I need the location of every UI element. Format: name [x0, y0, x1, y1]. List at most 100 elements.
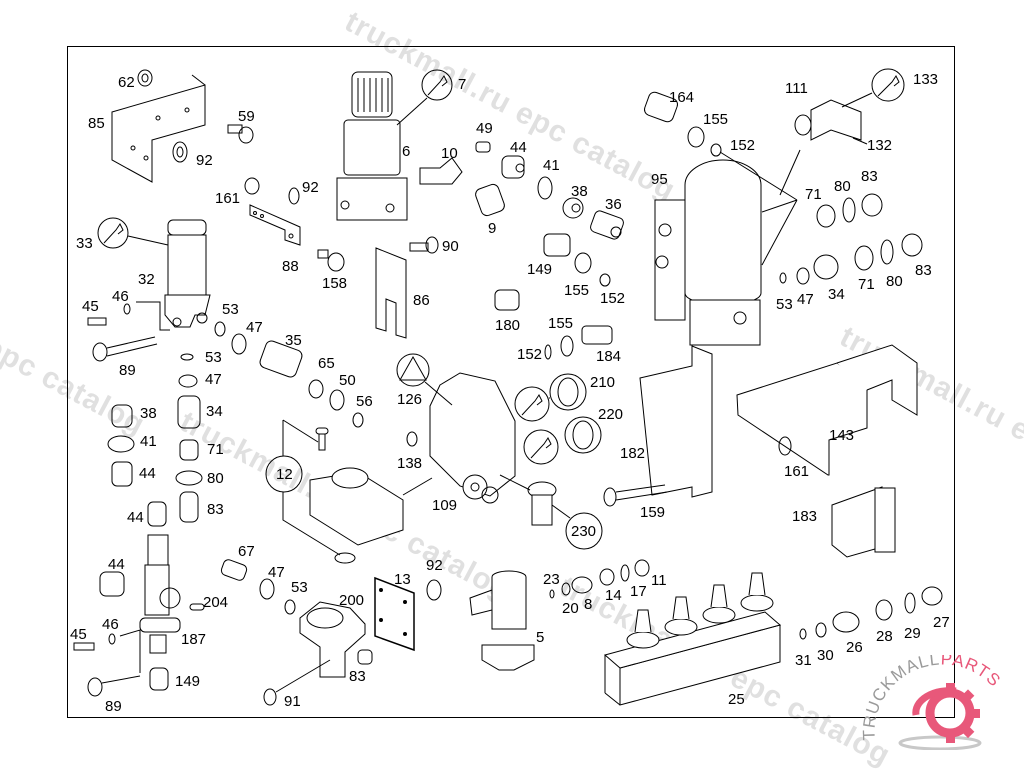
callout-11[interactable]: 11 — [651, 572, 667, 589]
callout-28[interactable]: 28 — [876, 628, 893, 645]
callout-5[interactable]: 5 — [536, 629, 545, 646]
callout-155[interactable]: 155 — [703, 111, 729, 128]
ring-53d[interactable] — [284, 599, 296, 615]
screw-45a[interactable] — [87, 317, 107, 326]
fitting-164[interactable] — [643, 91, 679, 124]
fitting-149a[interactable] — [543, 233, 571, 257]
callout-13[interactable]: 13 — [394, 571, 411, 588]
ring-152a[interactable] — [710, 143, 722, 157]
callout-26[interactable]: 26 — [846, 639, 863, 656]
callout-65[interactable]: 65 — [318, 355, 335, 372]
callout-27[interactable]: 27 — [933, 614, 950, 631]
ring-220[interactable] — [564, 416, 602, 454]
callout-159[interactable]: 159 — [640, 504, 666, 521]
ring-31[interactable] — [799, 628, 807, 640]
callout-92[interactable]: 92 — [426, 557, 443, 574]
fitting-14[interactable] — [599, 568, 615, 586]
washer-161b[interactable] — [778, 436, 792, 456]
callout-158[interactable]: 158 — [322, 275, 348, 292]
callout-83[interactable]: 83 — [915, 262, 932, 279]
callout-32[interactable]: 32 — [138, 271, 155, 288]
callout-9[interactable]: 9 — [488, 220, 497, 237]
callout-187[interactable]: 187 — [181, 631, 207, 648]
callout-204[interactable]: 204 — [203, 594, 229, 611]
callout-53[interactable]: 53 — [776, 296, 793, 313]
manifold-25[interactable] — [603, 611, 782, 706]
solenoid-111[interactable] — [794, 99, 862, 141]
ring-155a[interactable] — [687, 126, 705, 148]
callout-36[interactable]: 36 — [605, 196, 622, 213]
o-ring-12[interactable] — [334, 552, 356, 564]
fitting-149b[interactable] — [149, 667, 169, 691]
callout-183[interactable]: 183 — [792, 508, 818, 525]
bolt-158[interactable] — [317, 249, 345, 272]
fitting-44d[interactable] — [99, 571, 125, 597]
washer-92c[interactable] — [426, 579, 442, 601]
callout-44[interactable]: 44 — [127, 509, 144, 526]
callout-89[interactable]: 89 — [105, 698, 122, 715]
nipple-9[interactable] — [474, 183, 506, 218]
bracket-182[interactable] — [639, 345, 713, 498]
callout-152[interactable]: 152 — [600, 290, 626, 307]
callout-44[interactable]: 44 — [139, 465, 156, 482]
washer-46b[interactable] — [108, 633, 116, 645]
valve-200[interactable] — [299, 601, 366, 678]
fitting-34b[interactable] — [177, 395, 201, 429]
callout-30[interactable]: 30 — [817, 647, 834, 664]
callout-210[interactable]: 210 — [590, 374, 616, 391]
callout-47[interactable]: 47 — [268, 564, 285, 581]
module-12[interactable] — [309, 467, 404, 546]
ring-50[interactable] — [329, 389, 345, 411]
callout-38[interactable]: 38 — [571, 183, 588, 200]
callout-83[interactable]: 83 — [861, 168, 878, 185]
ring-155c[interactable] — [560, 335, 574, 357]
washer-92a[interactable] — [172, 141, 188, 163]
fitting-26[interactable] — [832, 611, 860, 633]
fitting-36[interactable] — [589, 210, 625, 241]
callout-47[interactable]: 47 — [246, 319, 263, 336]
callout-41[interactable]: 41 — [140, 433, 157, 450]
ring-155b[interactable] — [574, 252, 592, 274]
callout-17[interactable]: 17 — [630, 583, 647, 600]
callout-92[interactable]: 92 — [302, 179, 319, 196]
fitting-38b[interactable] — [111, 404, 133, 428]
screw-12[interactable] — [315, 427, 329, 451]
plate-13[interactable] — [374, 576, 415, 652]
fitting-184[interactable] — [581, 325, 613, 345]
fitting-28[interactable] — [875, 599, 893, 621]
ring-56[interactable] — [352, 412, 364, 428]
bolt-89a[interactable] — [92, 336, 158, 362]
washer-161a[interactable] — [244, 177, 260, 195]
callout-200[interactable]: 200 — [339, 592, 365, 609]
callout-71[interactable]: 71 — [858, 276, 875, 293]
callout-6[interactable]: 6 — [402, 143, 411, 160]
ring-29[interactable] — [904, 592, 916, 614]
fitting-83b[interactable] — [901, 233, 923, 257]
fitting-11[interactable] — [634, 559, 650, 577]
callout-67[interactable]: 67 — [238, 543, 255, 560]
callout-62[interactable]: 62 — [118, 74, 135, 91]
callout-155[interactable]: 155 — [548, 315, 574, 332]
callout-182[interactable]: 182 — [620, 445, 646, 462]
callout-53[interactable]: 53 — [205, 349, 222, 366]
bolt-159[interactable] — [603, 484, 668, 507]
ring-20[interactable] — [561, 582, 571, 596]
callout-126[interactable]: 126 — [397, 391, 423, 408]
plug-49[interactable] — [475, 141, 491, 153]
ring-47d[interactable] — [259, 578, 275, 600]
callout-111[interactable]: 111 — [785, 80, 808, 97]
ring-41a[interactable] — [537, 176, 553, 200]
fitting-71a[interactable] — [816, 204, 836, 228]
callout-71[interactable]: 71 — [207, 441, 224, 458]
fitting-35[interactable] — [258, 339, 303, 378]
cartridge-230[interactable] — [527, 481, 557, 526]
ring-65[interactable] — [308, 379, 324, 399]
callout-230[interactable]: 230 — [571, 523, 597, 540]
callout-41[interactable]: 41 — [543, 157, 560, 174]
callout-95[interactable]: 95 — [651, 171, 668, 188]
ring-47c[interactable] — [796, 267, 810, 285]
plate-86[interactable] — [375, 247, 407, 339]
callout-86[interactable]: 86 — [413, 292, 430, 309]
fitting-34a[interactable] — [813, 254, 839, 280]
ring-152b[interactable] — [599, 273, 611, 287]
